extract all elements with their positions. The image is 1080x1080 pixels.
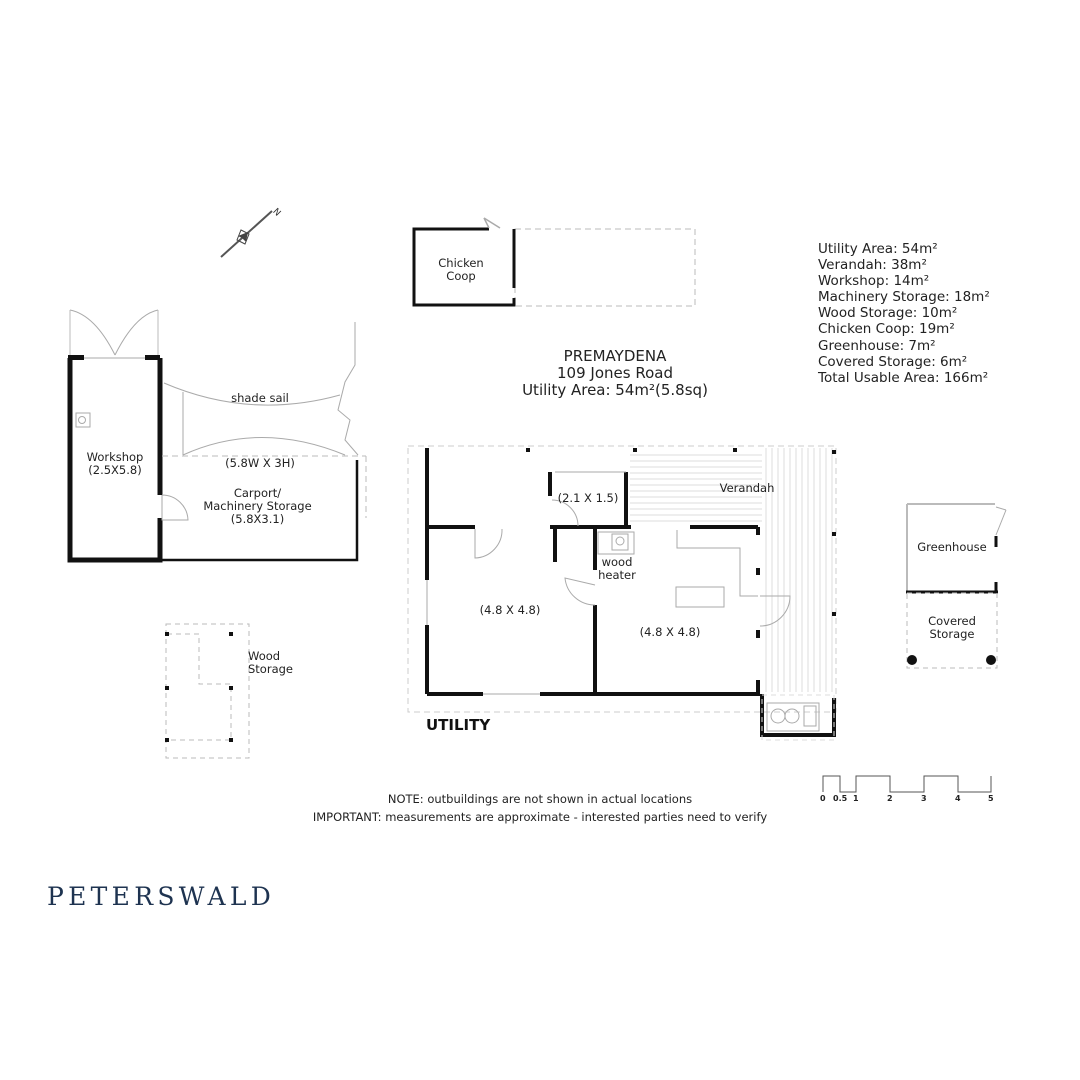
wood-storage-label: Wood Storage xyxy=(248,650,306,676)
wood-heater-name-2: heater xyxy=(598,568,636,582)
scale-tick: 4 xyxy=(955,794,961,803)
shade-sail-dims: (5.8W X 3H) xyxy=(225,456,295,470)
utility-tag: UTILITY xyxy=(426,716,491,734)
brand-logo: PETERSWALD xyxy=(47,882,276,911)
carport-name-2: Machinery Storage xyxy=(203,499,312,513)
room-right-dims: (4.8 X 4.8) xyxy=(639,625,701,639)
title-utility-area: Utility Area: 54m²(5.8sq) xyxy=(522,381,708,399)
title-block: PREMAYDENA 109 Jones Road Utility Area: … xyxy=(490,348,740,399)
area-item: Covered Storage: 6m² xyxy=(818,353,968,370)
area-item: Machinery Storage: 18m² xyxy=(818,289,990,306)
workshop-plan xyxy=(67,309,189,563)
covered-storage-name: Covered xyxy=(928,614,976,628)
area-item: Verandah: 38m² xyxy=(818,257,927,274)
north-arrow-icon: N xyxy=(220,207,282,258)
scale-bar xyxy=(822,775,992,793)
area-schedule: Utility Area: 54m² Verandah: 38m² Worksh… xyxy=(818,241,990,386)
wood-storage-name: Wood xyxy=(248,649,281,663)
area-item: Utility Area: 54m² xyxy=(818,241,938,257)
wood-heater-label: wood heater xyxy=(594,556,640,582)
area-item: Chicken Coop: 19m² xyxy=(818,321,955,338)
area-item: Greenhouse: 7m² xyxy=(818,337,936,354)
scale-tick: 1 xyxy=(853,794,859,803)
carport-name: Carport/ xyxy=(233,486,282,500)
scale-tick: 3 xyxy=(921,794,927,803)
scale-tick: 5 xyxy=(988,794,994,803)
note-outbuildings: NOTE: outbuildings are not shown in actu… xyxy=(387,792,693,806)
small-room-dims: (2.1 X 1.5) xyxy=(557,491,619,505)
area-item: Total Usable Area: 166m² xyxy=(818,369,989,386)
scale-tick: 0 xyxy=(820,794,826,803)
scale-tick: 2 xyxy=(887,794,893,803)
wood-heater-name: wood xyxy=(601,555,633,569)
workshop-name: Workshop xyxy=(86,450,144,464)
chicken-coop-name: Chicken xyxy=(438,256,484,270)
note-important: IMPORTANT: measurements are approximate … xyxy=(312,810,768,824)
notes: NOTE: outbuildings are not shown in actu… xyxy=(290,790,790,826)
covered-storage-label: Covered Storage xyxy=(910,615,994,641)
verandah-label: Verandah xyxy=(719,481,775,495)
greenhouse-label: Greenhouse xyxy=(917,540,987,554)
area-item: Workshop: 14m² xyxy=(818,273,930,290)
carport-label: Carport/ Machinery Storage (5.8X3.1) xyxy=(190,487,325,526)
utility-plan xyxy=(407,445,837,741)
carport-dims: (5.8X3.1) xyxy=(230,512,285,526)
shade-sail-label: shade sail xyxy=(231,391,289,405)
svg-text:N: N xyxy=(270,207,282,219)
greenhouse-plan xyxy=(906,503,1007,669)
covered-storage-name-2: Storage xyxy=(929,627,975,641)
workshop-label: Workshop (2.5X5.8) xyxy=(72,451,158,477)
title-address: 109 Jones Road xyxy=(557,364,673,382)
chicken-coop-plan xyxy=(412,217,696,307)
workshop-dims: (2.5X5.8) xyxy=(88,463,142,477)
area-item: Wood Storage: 10m² xyxy=(818,305,958,322)
carport-plan xyxy=(162,322,367,562)
scale-tick: 0.5 xyxy=(833,794,848,803)
chicken-coop-name-2: Coop xyxy=(446,269,476,283)
wood-storage-name-2: Storage xyxy=(248,662,293,676)
room-left-dims: (4.8 X 4.8) xyxy=(479,603,541,617)
wood-storage-plan xyxy=(165,623,250,759)
title-locality: PREMAYDENA xyxy=(563,347,667,365)
chicken-coop-label: Chicken Coop xyxy=(428,257,494,283)
